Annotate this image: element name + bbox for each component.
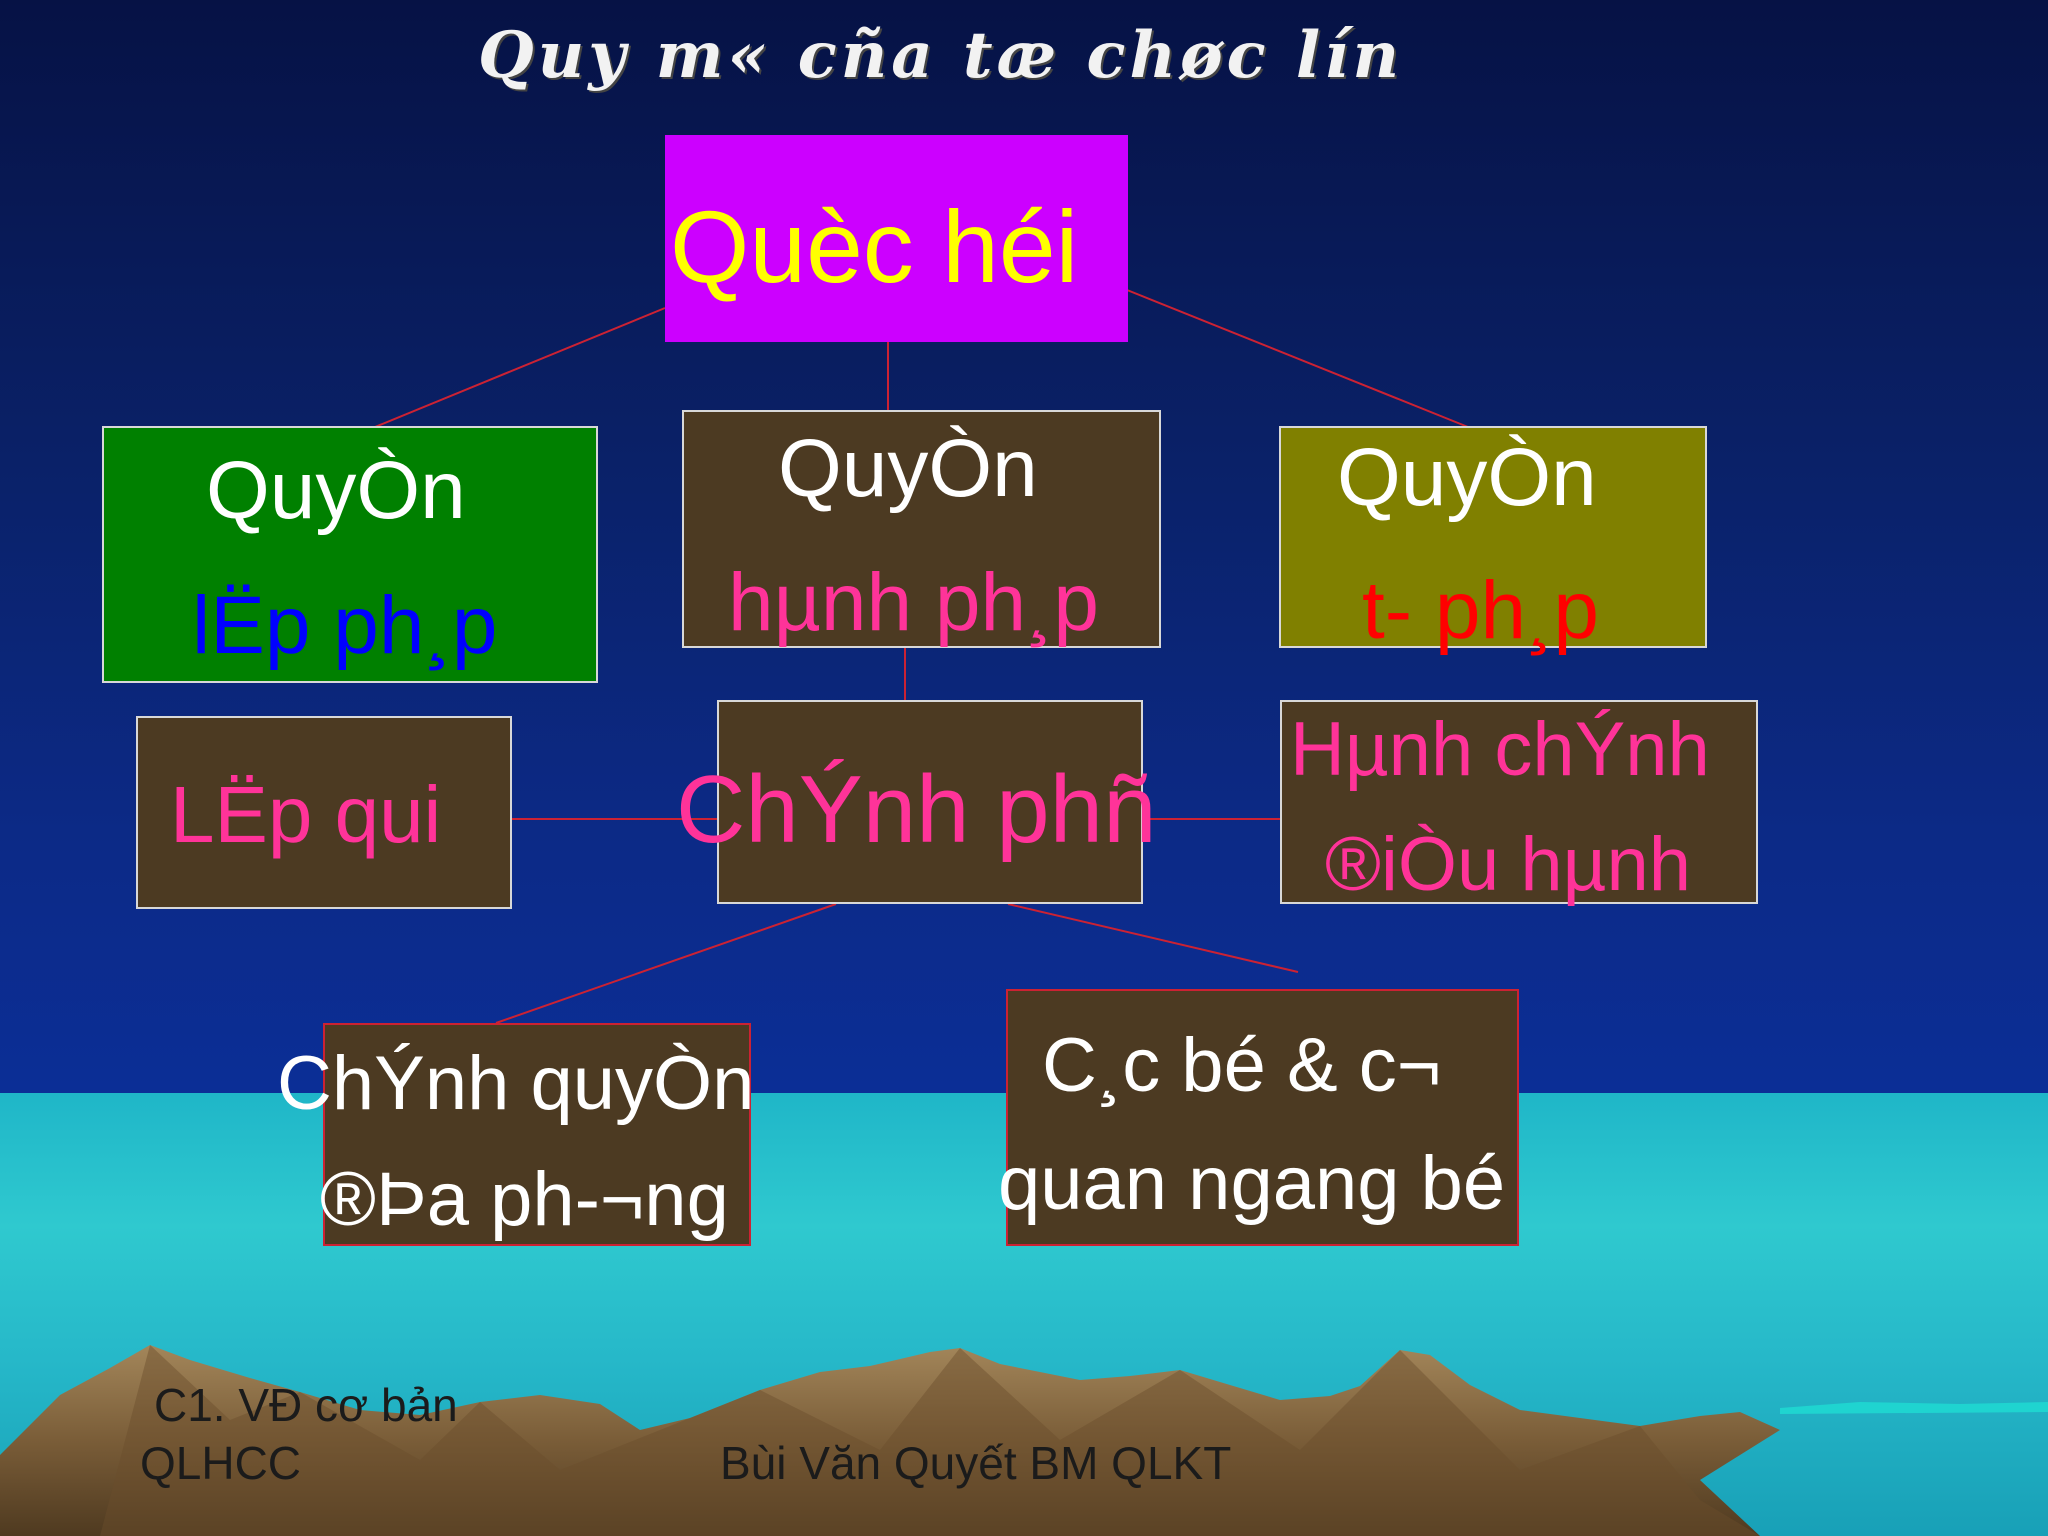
node-national-assembly xyxy=(665,135,1128,342)
node-ministries-line1: C¸c bé & c¬ xyxy=(1042,1023,1442,1108)
node-legislative-line2: lËp ph¸p xyxy=(192,580,498,671)
node-government xyxy=(717,700,1143,904)
distant-shore xyxy=(1780,1402,2048,1414)
mountain-ridge-shading xyxy=(100,1345,1760,1536)
connector-government-ministries xyxy=(1007,903,1299,973)
node-national-assembly-label: Quèc héi xyxy=(670,190,1079,304)
node-local-government-line1: ChÝnh quyÒn xyxy=(277,1041,755,1126)
node-judicial-line1: QuyÒn xyxy=(1337,432,1597,523)
footer-author: Bùi Văn Quyết BM QLKT xyxy=(720,1437,1232,1489)
node-local-government xyxy=(323,1023,751,1246)
node-executive-line2: hµnh ph¸p xyxy=(728,557,1099,648)
node-judicial-line2: t­- ph¸p xyxy=(1362,565,1599,656)
node-administration-line2: ®iÒu hµnh xyxy=(1325,822,1691,907)
node-administration xyxy=(1280,700,1758,904)
node-rulemaking-label: LËp qui xyxy=(170,770,442,859)
node-local-government-line2: ®Þa ph­-¬ng xyxy=(320,1157,729,1242)
slide-title: Quy m« cña tæ chøc lín xyxy=(478,18,1404,93)
node-executive-power xyxy=(682,410,1161,648)
connector-government-local xyxy=(495,903,837,1024)
connector-root-legislative xyxy=(374,307,666,428)
connector-root-judicial xyxy=(1126,289,1469,428)
node-rulemaking xyxy=(136,716,512,909)
footer-course-line2: QLHCC xyxy=(140,1437,302,1489)
node-judicial-power xyxy=(1279,426,1707,648)
node-ministries xyxy=(1006,989,1519,1246)
node-ministries-line2: quan ngang bé xyxy=(998,1141,1506,1226)
mountain-range xyxy=(0,1345,1780,1536)
node-administration-line1: Hµnh chÝnh xyxy=(1290,707,1710,792)
node-executive-line1: QuyÒn xyxy=(778,423,1038,514)
node-legislative-line1: QuyÒn xyxy=(206,445,466,536)
node-legislative-power xyxy=(102,426,598,683)
node-government-label: ChÝnh phñ xyxy=(676,756,1157,863)
footer-course-line1: C1. VĐ cơ bản xyxy=(154,1379,458,1431)
